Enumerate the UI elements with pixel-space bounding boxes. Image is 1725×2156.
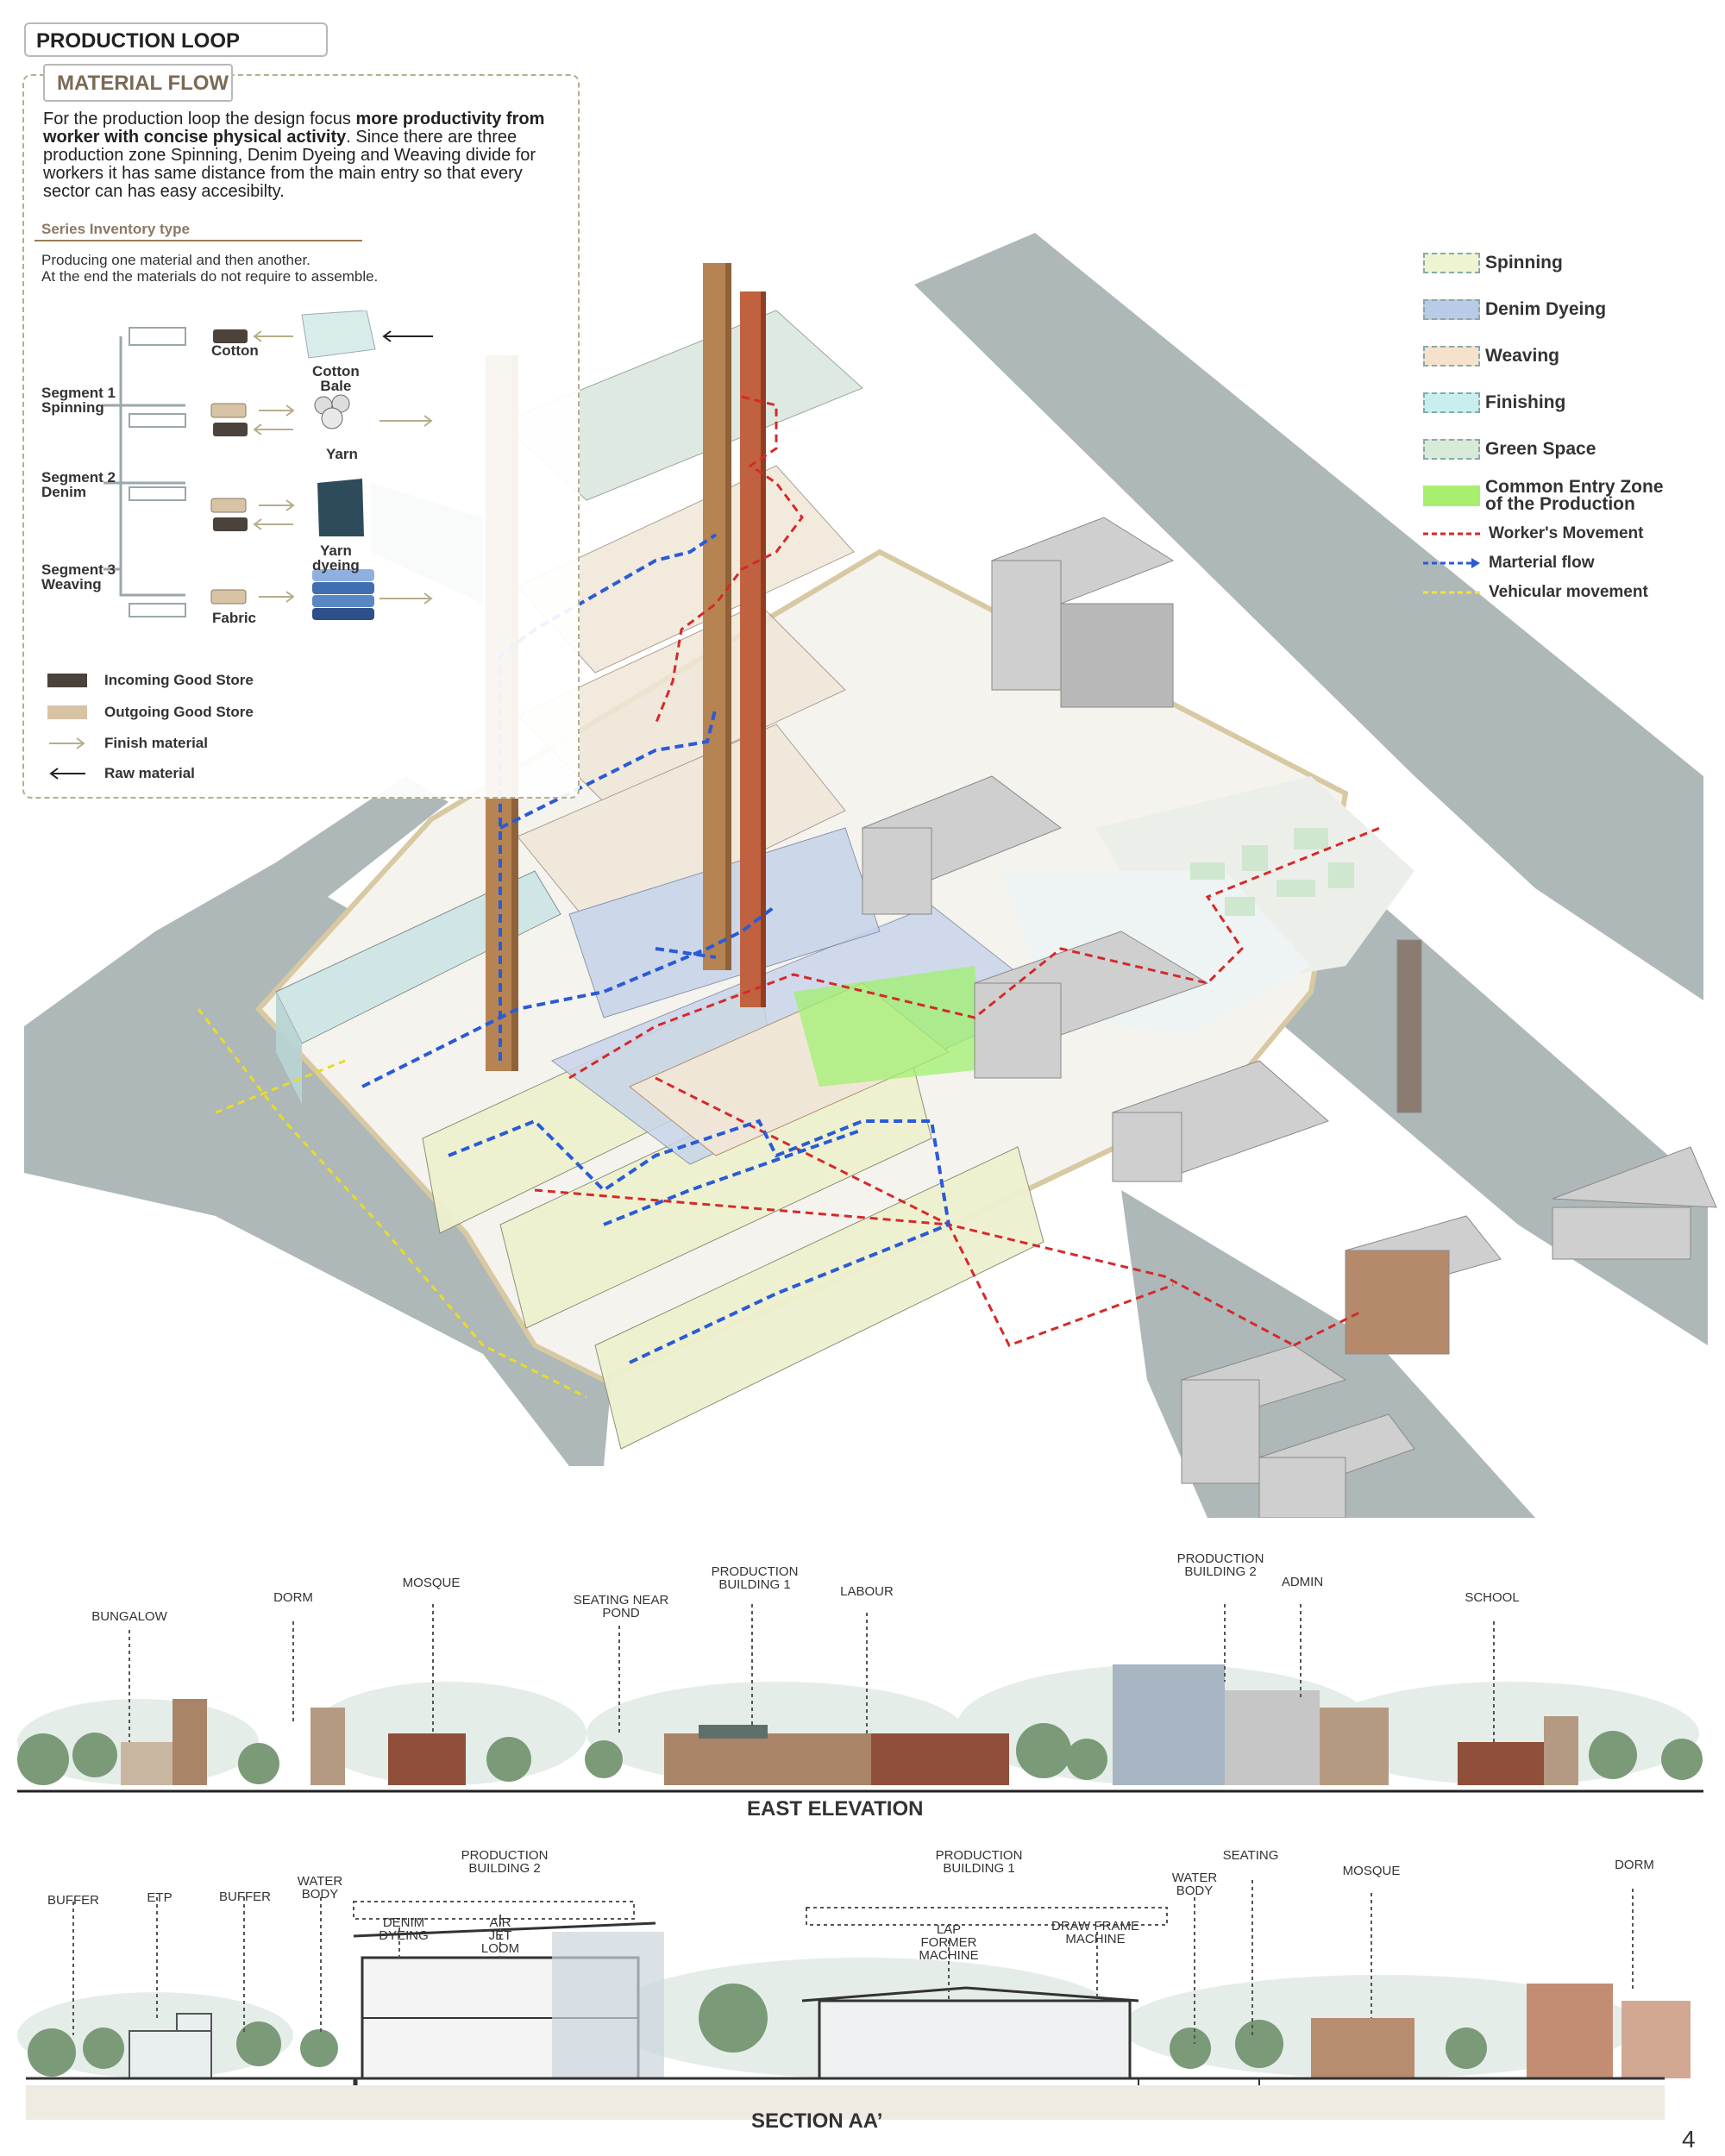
dark-store-swatch (47, 673, 87, 687)
page-number: 4 (1682, 2126, 1696, 2153)
inventory-title: Series Inventory type (41, 221, 190, 237)
yarn-dyeing-icon (317, 479, 364, 536)
legend-weaving: Weaving (1423, 333, 1708, 379)
east-elevation-drawing (0, 1604, 1725, 1794)
material-flow-intro: For the production loop the design focus… (43, 110, 545, 201)
label-cotton: Cotton (211, 342, 259, 359)
legend-vehicular-movement: Vehicular movement (1423, 583, 1648, 601)
section-label-seating: SEATING (1222, 1848, 1279, 1863)
section-aa-drawing (17, 1880, 1690, 2120)
inventory-divider (34, 240, 362, 241)
inventory-tree-diagram (104, 310, 433, 620)
elev-label-bungalow: BUNGALOW (91, 1609, 167, 1624)
section-label-etp: ETP (147, 1890, 172, 1905)
legend-raw-material: Raw material (47, 758, 323, 788)
label-fabric: Fabric (212, 610, 257, 626)
section-label-mosque: MOSQUE (1342, 1864, 1401, 1878)
legend-incoming-store: Incoming Good Store (47, 664, 323, 696)
outgoing-store-1 (210, 403, 247, 418)
legend-green-space: Green Space (1423, 426, 1708, 473)
outgoing-store-3 (210, 589, 247, 605)
material-flow-title: MATERIAL FLOW (43, 64, 233, 102)
elev-label-mosque: MOSQUE (402, 1576, 461, 1590)
incoming-store-1 (213, 423, 248, 436)
legend-finishing: Finishing (1423, 379, 1708, 426)
zone-legend: Spinning Denim Dyeing Weaving Finishing … (1423, 240, 1708, 607)
yarn-icon (314, 394, 350, 429)
outgoing-store-2 (210, 498, 247, 513)
green-space (1190, 828, 1354, 916)
legend-finish-material: Finish material (47, 728, 323, 758)
east-elevation-title: EAST ELEVATION (747, 1797, 924, 1821)
inventory-description: Producing one material and then another.… (41, 252, 379, 285)
legend-material-flow: Marterial flow (1423, 548, 1708, 578)
section-aa-title: SECTION AA’ (751, 2109, 883, 2133)
legend-denim-dyeing: Denim Dyeing (1423, 286, 1708, 333)
store-legend: Incoming Good Store Outgoing Good Store … (47, 664, 323, 788)
incoming-store-cotton (213, 329, 248, 343)
section-label-buffer-2: BUFFER (219, 1890, 271, 1904)
elevation-buildings (121, 1664, 1578, 1785)
elev-label-labour: LABOUR (840, 1584, 894, 1599)
material-flow (361, 533, 950, 1364)
arrow-right-icon (49, 736, 85, 749)
incoming-store-2 (213, 517, 248, 531)
light-store-swatch (47, 705, 87, 719)
elev-label-dorm: DORM (273, 1590, 313, 1605)
label-yarn: Yarn (326, 446, 358, 462)
surrounding-buildings (861, 517, 1717, 1518)
production-loop-title: PRODUCTION LOOP (24, 22, 328, 57)
legend-worker-movement: Worker's Movement (1423, 524, 1644, 542)
arrow-left-icon (49, 767, 85, 780)
production-blocks (275, 870, 1053, 1450)
section-label-dorm: DORM (1615, 1858, 1654, 1872)
elev-label-admin: ADMIN (1281, 1575, 1324, 1589)
vehicular-movement (197, 1008, 587, 1399)
fabric-icon (312, 569, 374, 620)
material-flow-panel (22, 74, 580, 799)
legend-spinning: Spinning (1423, 240, 1708, 286)
section-label-buffer-1: BUFFER (47, 1893, 99, 1908)
elev-label-school: SCHOOL (1465, 1590, 1520, 1605)
cotton-bale-icon (301, 310, 376, 359)
legend-outgoing-store: Outgoing Good Store (47, 696, 323, 728)
